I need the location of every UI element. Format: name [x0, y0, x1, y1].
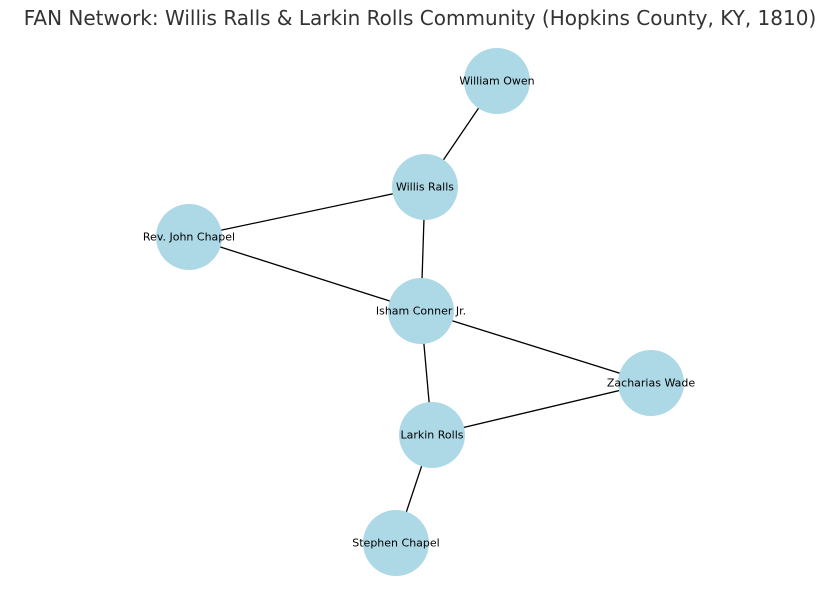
- edge-willis-rev: [188, 186, 426, 238]
- node-isham: Isham Conner Jr.: [376, 278, 466, 344]
- node-label: Willis Ralls: [396, 181, 454, 194]
- edge-isham-zach: [420, 310, 652, 384]
- node-circle: [388, 278, 454, 344]
- diagram-title: FAN Network: Willis Ralls & Larkin Rolls…: [23, 6, 817, 30]
- edge-larkin-zach: [431, 382, 652, 436]
- node-willis: Willis Ralls: [392, 154, 458, 220]
- node-circle: [464, 48, 530, 114]
- node-owen: William Owen: [459, 48, 535, 114]
- node-label: Stephen Chapel: [352, 537, 439, 550]
- node-circle: [156, 204, 222, 270]
- edge-rev-isham: [188, 236, 422, 312]
- node-circle: [399, 402, 465, 468]
- node-stephen: Stephen Chapel: [352, 510, 440, 576]
- node-circle: [392, 154, 458, 220]
- node-circle: [618, 350, 684, 416]
- node-circle: [363, 510, 429, 576]
- node-label: William Owen: [459, 75, 534, 88]
- node-larkin: Larkin Rolls: [399, 402, 465, 468]
- node-label: Zacharias Wade: [607, 377, 695, 390]
- node-label: Larkin Rolls: [400, 429, 463, 442]
- node-label: Isham Conner Jr.: [376, 305, 466, 318]
- node-zach: Zacharias Wade: [607, 350, 695, 416]
- node-label: Rev. John Chapel: [143, 231, 235, 244]
- node-rev: Rev. John Chapel: [143, 204, 235, 270]
